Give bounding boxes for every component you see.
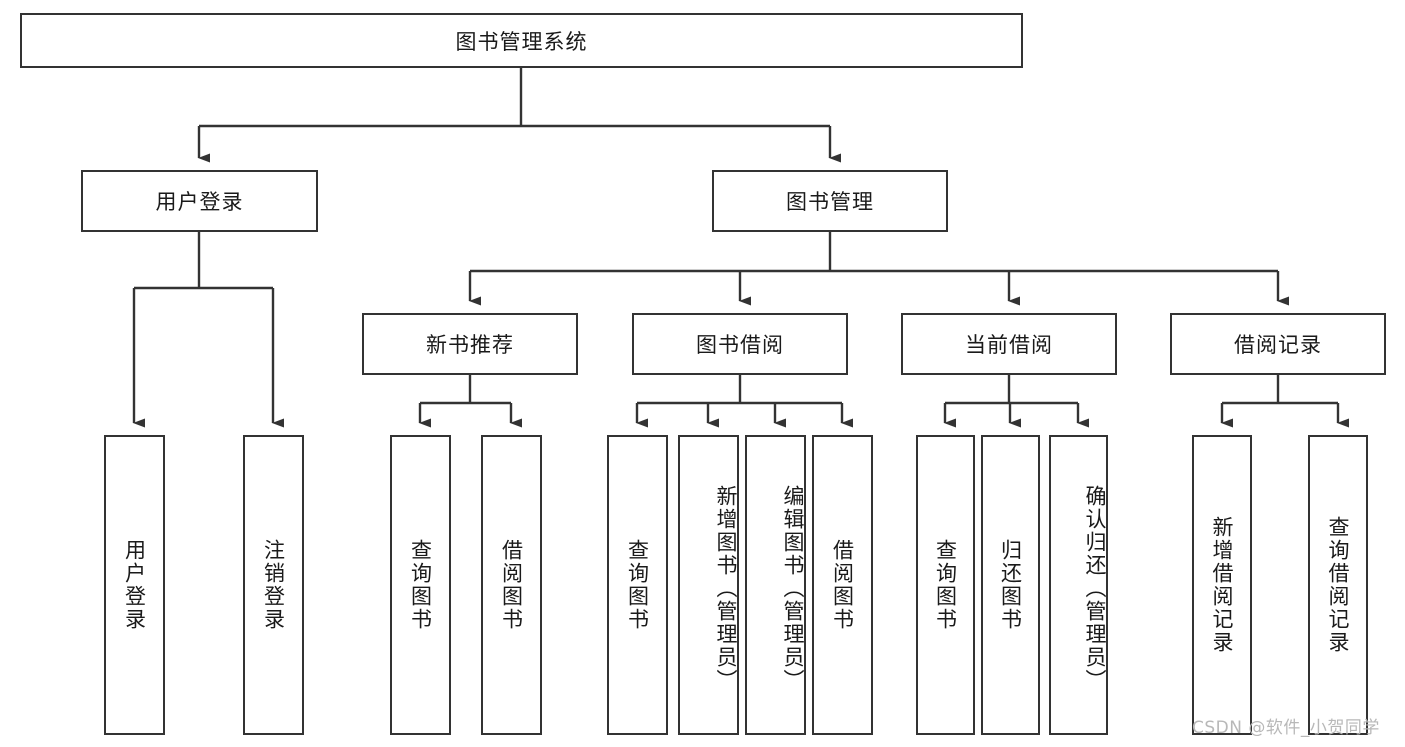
- node-label: 新增借阅记录: [1210, 516, 1235, 654]
- leaf-query-book-recommend[interactable]: 查询图书: [390, 435, 451, 735]
- node-current-borrow[interactable]: 当前借阅: [901, 313, 1117, 375]
- leaf-logout[interactable]: 注销登录: [243, 435, 304, 735]
- node-label: 新增图书（管理员）: [714, 484, 738, 692]
- node-label: 借阅记录: [1234, 333, 1322, 357]
- node-label: 用户登录: [122, 539, 147, 631]
- node-label: 图书管理: [786, 190, 874, 214]
- leaf-confirm-return-admin[interactable]: 确认归还（管理员）: [1049, 435, 1108, 735]
- node-label: 用户登录: [155, 190, 244, 214]
- leaf-query-book-current[interactable]: 查询图书: [916, 435, 975, 735]
- leaf-add-book-admin[interactable]: 新增图书（管理员）: [678, 435, 739, 735]
- node-new-book-recommend[interactable]: 新书推荐: [362, 313, 578, 375]
- leaf-borrow-book-recommend[interactable]: 借阅图书: [481, 435, 542, 735]
- node-label: 查询借阅记录: [1326, 516, 1351, 654]
- leaf-query-borrow-record[interactable]: 查询借阅记录: [1308, 435, 1368, 735]
- node-label: 查询图书: [625, 539, 650, 631]
- node-label: 当前借阅: [965, 333, 1053, 357]
- node-borrow-record[interactable]: 借阅记录: [1170, 313, 1386, 375]
- leaf-add-borrow-record[interactable]: 新增借阅记录: [1192, 435, 1252, 735]
- node-label: 确认归还（管理员）: [1083, 484, 1107, 692]
- watermark: CSDN @软件_小贺同学: [1192, 718, 1380, 738]
- node-root-system[interactable]: 图书管理系统: [20, 13, 1023, 68]
- leaf-return-book[interactable]: 归还图书: [981, 435, 1040, 735]
- node-book-management[interactable]: 图书管理: [712, 170, 948, 232]
- node-book-borrow[interactable]: 图书借阅: [632, 313, 848, 375]
- node-label: 图书管理系统: [455, 29, 588, 54]
- node-label: 查询图书: [933, 539, 958, 631]
- node-label: 查询图书: [408, 539, 433, 631]
- node-label: 借阅图书: [830, 539, 855, 631]
- node-label: 图书借阅: [696, 333, 784, 357]
- node-user-login[interactable]: 用户登录: [81, 170, 318, 232]
- node-label: 借阅图书: [499, 539, 524, 631]
- node-label: 归还图书: [998, 539, 1023, 631]
- leaf-user-login[interactable]: 用户登录: [104, 435, 165, 735]
- leaf-borrow-book[interactable]: 借阅图书: [812, 435, 873, 735]
- node-label: 注销登录: [261, 539, 286, 631]
- leaf-edit-book-admin[interactable]: 编辑图书（管理员）: [745, 435, 806, 735]
- node-label: 编辑图书（管理员）: [781, 484, 805, 692]
- node-label: 新书推荐: [426, 333, 514, 357]
- leaf-query-book-borrow[interactable]: 查询图书: [607, 435, 668, 735]
